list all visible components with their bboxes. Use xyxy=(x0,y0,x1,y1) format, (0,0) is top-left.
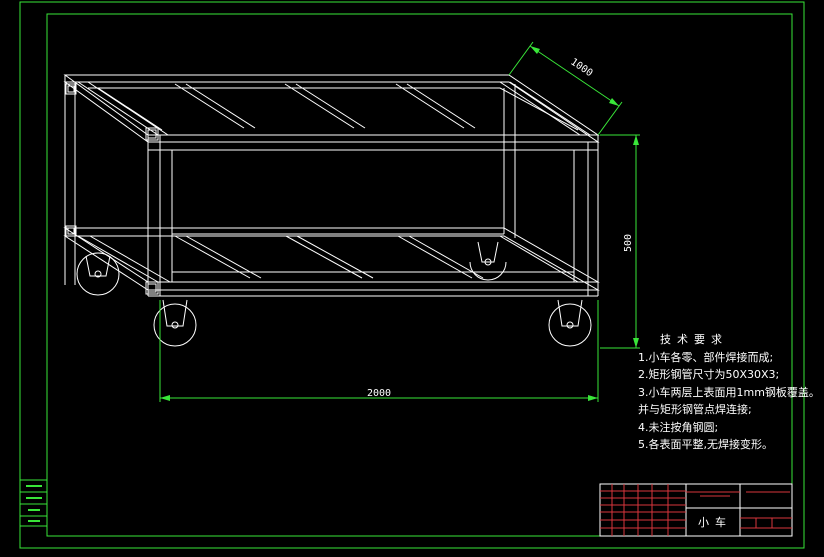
requirement-item: 4.未注按角钢圆; xyxy=(638,420,719,434)
margin-stamp-block xyxy=(19,479,48,527)
technical-requirements-title: 技术要求 xyxy=(660,333,728,346)
requirement-item: 5.各表面平整,无焊接变形。 xyxy=(638,438,773,451)
caster-wheel-front-right xyxy=(548,299,592,347)
requirement-item: 2.矩形钢管尺寸为50X30X3; xyxy=(638,368,780,381)
technical-requirements: 技术要求 1.小车各零、部件焊接而成; 2.矩形钢管尺寸为50X30X3; 3.… xyxy=(638,331,820,454)
drawing-frame xyxy=(19,1,805,549)
requirement-item: 并与矩形钢管点焊连接; xyxy=(638,403,752,416)
title-block-part-name: 小车 xyxy=(698,516,732,529)
dimension-length-label: 2000 xyxy=(367,388,391,399)
dimension-width-label: 1000 xyxy=(568,57,594,80)
dimension-arrows xyxy=(160,46,639,401)
caster-wheel-front-left xyxy=(153,299,197,347)
dimension-lines xyxy=(159,41,640,402)
requirement-item: 1.小车各零、部件焊接而成; xyxy=(638,350,774,364)
caster-wheel-rear-left xyxy=(76,252,120,296)
cart-drawing xyxy=(63,74,600,347)
dimension-height-label: 500 xyxy=(623,234,634,252)
caster-wheel-rear-right xyxy=(469,241,507,281)
title-block xyxy=(599,483,793,537)
requirement-item: 3.小车两层上表面用1mm钢板覆盖。 xyxy=(638,385,820,399)
